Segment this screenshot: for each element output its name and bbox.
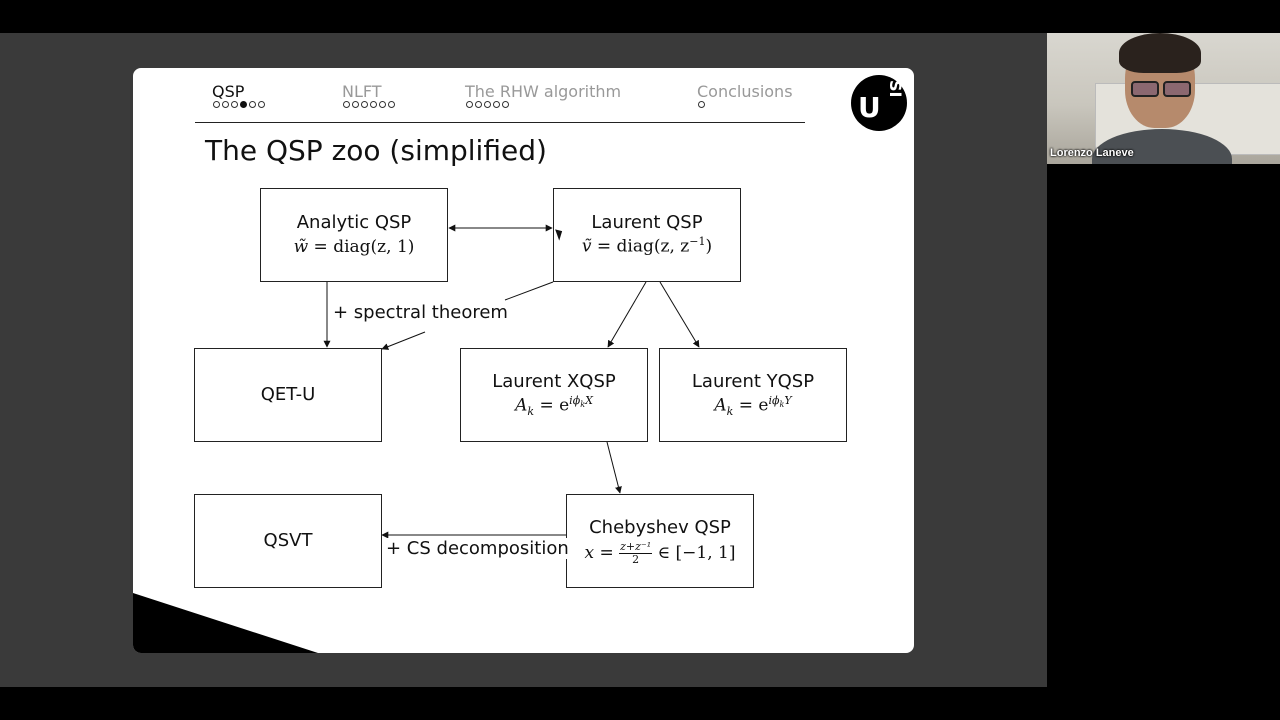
bottom-letterbox xyxy=(0,687,1280,720)
formula-subscript: k xyxy=(580,400,586,410)
box-label: Analytic QSP xyxy=(296,212,412,234)
box-label: QSVT xyxy=(263,529,313,551)
analytic-qsp-box: Analytic QSP w̃ = diag(z, 1) xyxy=(260,188,448,282)
formula-symbol: A xyxy=(515,395,528,416)
formula-text: = e xyxy=(534,395,570,416)
qet-u-box: QET-U xyxy=(194,348,382,442)
nav-dot[interactable] xyxy=(370,101,377,108)
formula-exponent: iϕ xyxy=(768,394,780,408)
fraction-numerator: z+z⁻¹ xyxy=(619,539,653,554)
nav-divider xyxy=(195,122,805,123)
qsvt-box: QSVT xyxy=(194,494,382,588)
nav-dot[interactable] xyxy=(258,101,265,108)
formula-exponent: −1 xyxy=(689,235,706,249)
formula-text: ) xyxy=(705,237,713,257)
nav-section-conclusions[interactable]: Conclusions xyxy=(697,82,793,101)
box-label: QET-U xyxy=(260,383,316,405)
box-formula: w̃ = diag(z, 1) xyxy=(294,236,415,259)
slide-corner-decoration xyxy=(133,593,318,653)
nav-dot[interactable] xyxy=(249,101,256,108)
nav-dot[interactable] xyxy=(484,101,491,108)
formula-text: x = xyxy=(584,542,620,563)
usi-logo: U SI xyxy=(851,75,907,131)
laurent-xqsp-box: Laurent XQSP Ak = eiϕkX xyxy=(460,348,648,442)
nav-dot-current[interactable] xyxy=(240,101,247,108)
fraction-denominator: 2 xyxy=(632,552,640,566)
laurent-yqsp-box: Laurent YQSP Ak = eiϕkY xyxy=(659,348,847,442)
participant-name-label: Lorenzo Laneve xyxy=(1050,147,1134,159)
nav-dot[interactable] xyxy=(698,101,705,108)
nav-dots-conclusions xyxy=(698,101,705,109)
diagram-arrows xyxy=(323,224,700,539)
nav-section-rhw[interactable]: The RHW algorithm xyxy=(465,82,622,101)
laurent-qsp-box: Laurent QSP ṽ = diag(z, z−1) xyxy=(553,188,741,282)
nav-dot[interactable] xyxy=(343,101,350,108)
formula-exponent: Y xyxy=(784,394,792,408)
formula-subscript: k xyxy=(527,405,535,419)
video-person-glasses xyxy=(1131,81,1191,97)
formula-symbol: w̃ xyxy=(293,236,309,257)
edge-label-spectral-theorem: + spectral theorem xyxy=(333,302,508,323)
top-letterbox xyxy=(0,0,1280,33)
nav-dot[interactable] xyxy=(352,101,359,108)
glasses-lens xyxy=(1163,81,1191,97)
formula-text: = diag(z, z xyxy=(591,237,690,257)
edge-label-cs-decomposition: + CS decomposition xyxy=(386,538,569,559)
nav-dot[interactable] xyxy=(388,101,395,108)
formula-subscript: k xyxy=(779,400,785,410)
nav-dot[interactable] xyxy=(361,101,368,108)
glasses-lens xyxy=(1131,81,1159,97)
nav-dots-rhw xyxy=(466,101,509,109)
nav-dot[interactable] xyxy=(475,101,482,108)
nav-dots-qsp xyxy=(213,101,265,109)
nav-dot[interactable] xyxy=(493,101,500,108)
video-person-hair xyxy=(1119,33,1201,73)
box-label: Laurent YQSP xyxy=(691,370,815,392)
box-formula: Ak = eiϕkY xyxy=(714,394,791,420)
slide-title: The QSP zoo (simplified) xyxy=(205,134,547,167)
formula-symbol: A xyxy=(714,395,727,416)
box-formula: ṽ = diag(z, z−1) xyxy=(582,235,712,259)
nav-dot[interactable] xyxy=(231,101,238,108)
box-label: Laurent XQSP xyxy=(492,370,616,392)
formula-text: = diag(z, 1) xyxy=(308,236,415,257)
nav-section-nlft[interactable]: NLFT xyxy=(342,82,382,101)
formula-symbol: ṽ xyxy=(581,237,592,257)
box-formula: Ak = eiϕkX xyxy=(515,394,593,420)
box-label: Chebyshev QSP xyxy=(589,517,731,539)
nav-dot[interactable] xyxy=(502,101,509,108)
formula-text: = e xyxy=(733,395,769,416)
nav-dot[interactable] xyxy=(466,101,473,108)
nav-dots-nlft xyxy=(343,101,395,109)
presentation-slide: QSP NLFT The RHW algorithm Conclusions U… xyxy=(133,68,914,653)
formula-text: ∈ [−1, 1] xyxy=(652,542,736,563)
box-label: Laurent QSP xyxy=(591,212,703,234)
formula-exponent: iϕ xyxy=(569,394,581,408)
participant-video-tile[interactable]: Lorenzo Laneve xyxy=(1047,33,1280,164)
logo-letter: U xyxy=(858,91,881,124)
formula-exponent: X xyxy=(585,394,593,408)
nav-section-qsp[interactable]: QSP xyxy=(212,82,245,101)
nav-dot[interactable] xyxy=(222,101,229,108)
formula-subscript: k xyxy=(726,405,734,419)
nav-dot[interactable] xyxy=(213,101,220,108)
nav-dot[interactable] xyxy=(379,101,386,108)
